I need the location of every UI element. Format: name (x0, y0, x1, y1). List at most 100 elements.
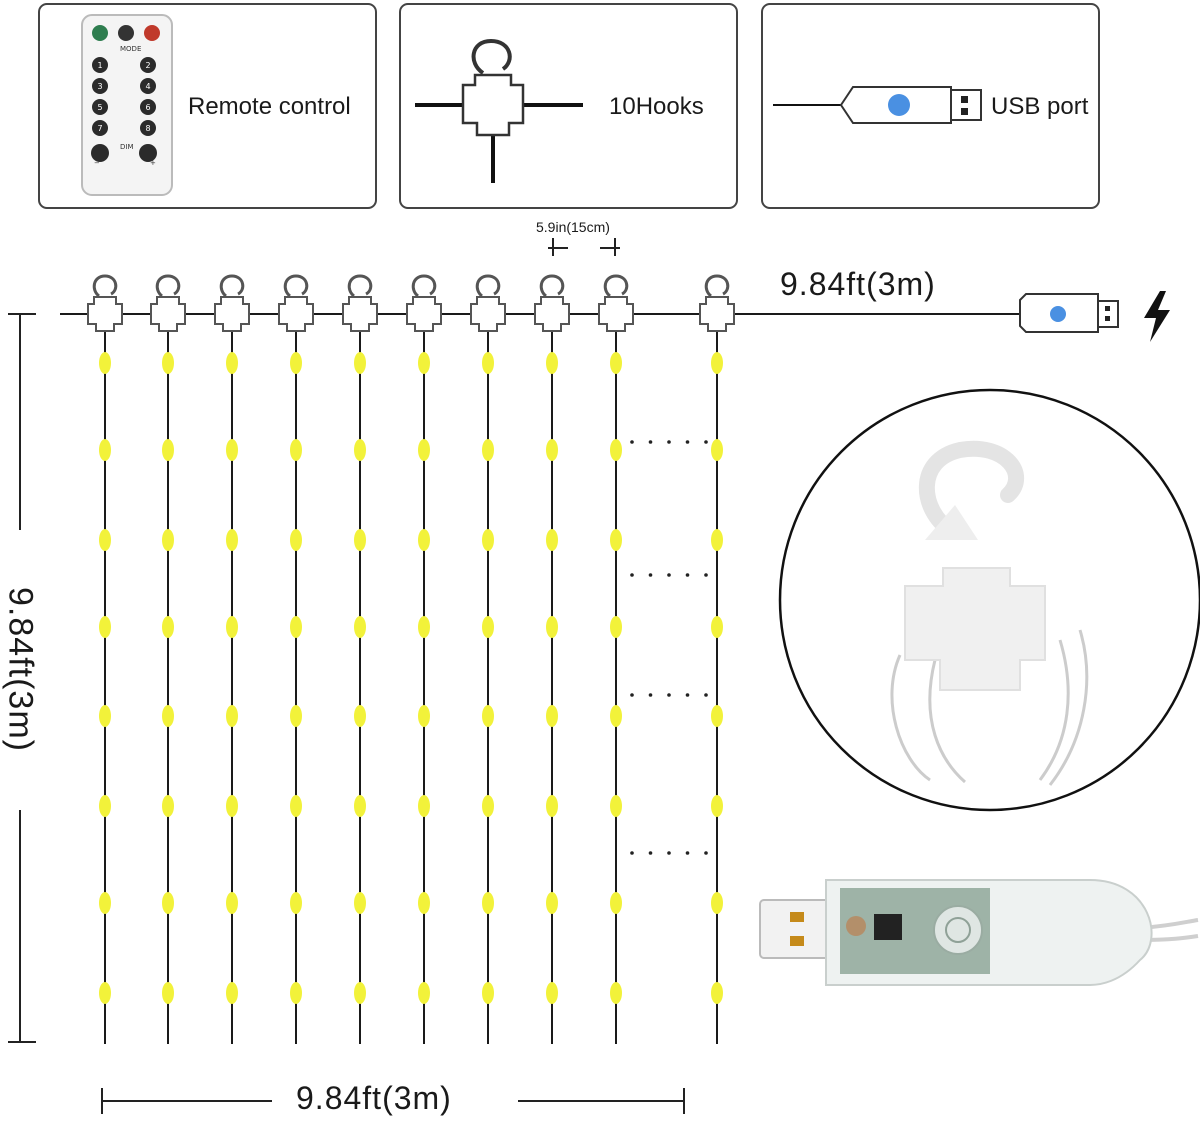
led-light (226, 982, 238, 1004)
bottom-width-dimension (101, 1088, 685, 1114)
led-light (546, 352, 558, 374)
ellipsis-dots (630, 573, 708, 577)
led-light (546, 529, 558, 551)
led-light (354, 439, 366, 461)
strand-1 (87, 274, 123, 1044)
remote-control-label: Remote control (188, 93, 351, 120)
led-light (162, 795, 174, 817)
led-light (290, 529, 302, 551)
led-light (711, 352, 723, 374)
ellipsis-dot (704, 440, 708, 444)
cable-usb-plug-icon (1019, 293, 1119, 333)
led-light (354, 982, 366, 1004)
led-light (290, 892, 302, 914)
led-light (711, 795, 723, 817)
usb-port-label: USB port (991, 93, 1089, 120)
led-light (711, 616, 723, 638)
remote-key-1 (92, 57, 108, 73)
led-light (290, 795, 302, 817)
led-light (99, 982, 111, 1004)
ellipsis-dot (667, 851, 671, 855)
led-light (162, 439, 174, 461)
led-light (610, 892, 622, 914)
led-light (290, 982, 302, 1004)
led-light (711, 892, 723, 914)
led-light (546, 616, 558, 638)
remote-minus-label: − (94, 159, 100, 167)
spacing-label: 5.9in(15cm) (536, 219, 610, 235)
hooks-label: 10Hooks (609, 93, 704, 120)
hook-clip (278, 296, 314, 332)
height-dimension (8, 313, 36, 1043)
hook-clip (406, 296, 442, 332)
ellipsis-dot (630, 851, 634, 855)
led-light (162, 352, 174, 374)
ellipsis-dot (630, 693, 634, 697)
led-light (226, 352, 238, 374)
remote-plus-label: + (150, 159, 156, 167)
ellipsis-dot (630, 573, 634, 577)
led-light (99, 352, 111, 374)
led-light (546, 439, 558, 461)
led-light (610, 982, 622, 1004)
hook-icon (603, 274, 629, 298)
hook-icon (704, 274, 730, 298)
hook-icon (155, 274, 181, 298)
led-light (482, 616, 494, 638)
led-light (711, 439, 723, 461)
ellipsis-dot (667, 573, 671, 577)
ellipsis-dot (667, 440, 671, 444)
usb-controller-photo (759, 879, 1199, 986)
spacing-marker (548, 238, 620, 256)
led-light (418, 352, 430, 374)
led-light (226, 616, 238, 638)
led-light (546, 982, 558, 1004)
led-light (418, 705, 430, 727)
hook-icon (475, 274, 501, 298)
hook-icon (347, 274, 373, 298)
led-light (354, 352, 366, 374)
remote-dim-up-key (139, 144, 157, 162)
remote-key-7 (92, 120, 108, 136)
led-light (482, 529, 494, 551)
led-light (99, 892, 111, 914)
led-light (354, 892, 366, 914)
led-light (546, 705, 558, 727)
remote-key-label: 3 (97, 82, 102, 91)
strand-3 (214, 274, 250, 1044)
ellipsis-dot (685, 851, 690, 855)
led-light (711, 705, 723, 727)
remote-key-6 (140, 99, 156, 115)
led-light (610, 352, 622, 374)
led-light (610, 529, 622, 551)
led-light (354, 705, 366, 727)
remote-dim-down-key (91, 144, 109, 162)
hook-clip (87, 296, 123, 332)
usb-plug-icon (773, 86, 982, 124)
led-light (290, 352, 302, 374)
led-light (418, 616, 430, 638)
ellipsis-dot (704, 573, 708, 577)
hook-clip (470, 296, 506, 332)
led-light (482, 795, 494, 817)
led-light (226, 705, 238, 727)
ellipsis-dot (648, 693, 653, 697)
hook-icon (411, 274, 437, 298)
strand-8 (534, 274, 570, 1044)
led-light (482, 982, 494, 1004)
led-light (418, 439, 430, 461)
led-light (354, 616, 366, 638)
hook-clip (342, 296, 378, 332)
bottom-width-label: 9.84ft(3m) (296, 1080, 452, 1116)
led-light (354, 529, 366, 551)
led-light (482, 705, 494, 727)
led-light (546, 892, 558, 914)
hook-icon (539, 274, 565, 298)
led-light (226, 439, 238, 461)
lightning-bolt-icon (1144, 291, 1170, 342)
led-light (162, 616, 174, 638)
hook-clip (214, 296, 250, 332)
hook-clip (150, 296, 186, 332)
